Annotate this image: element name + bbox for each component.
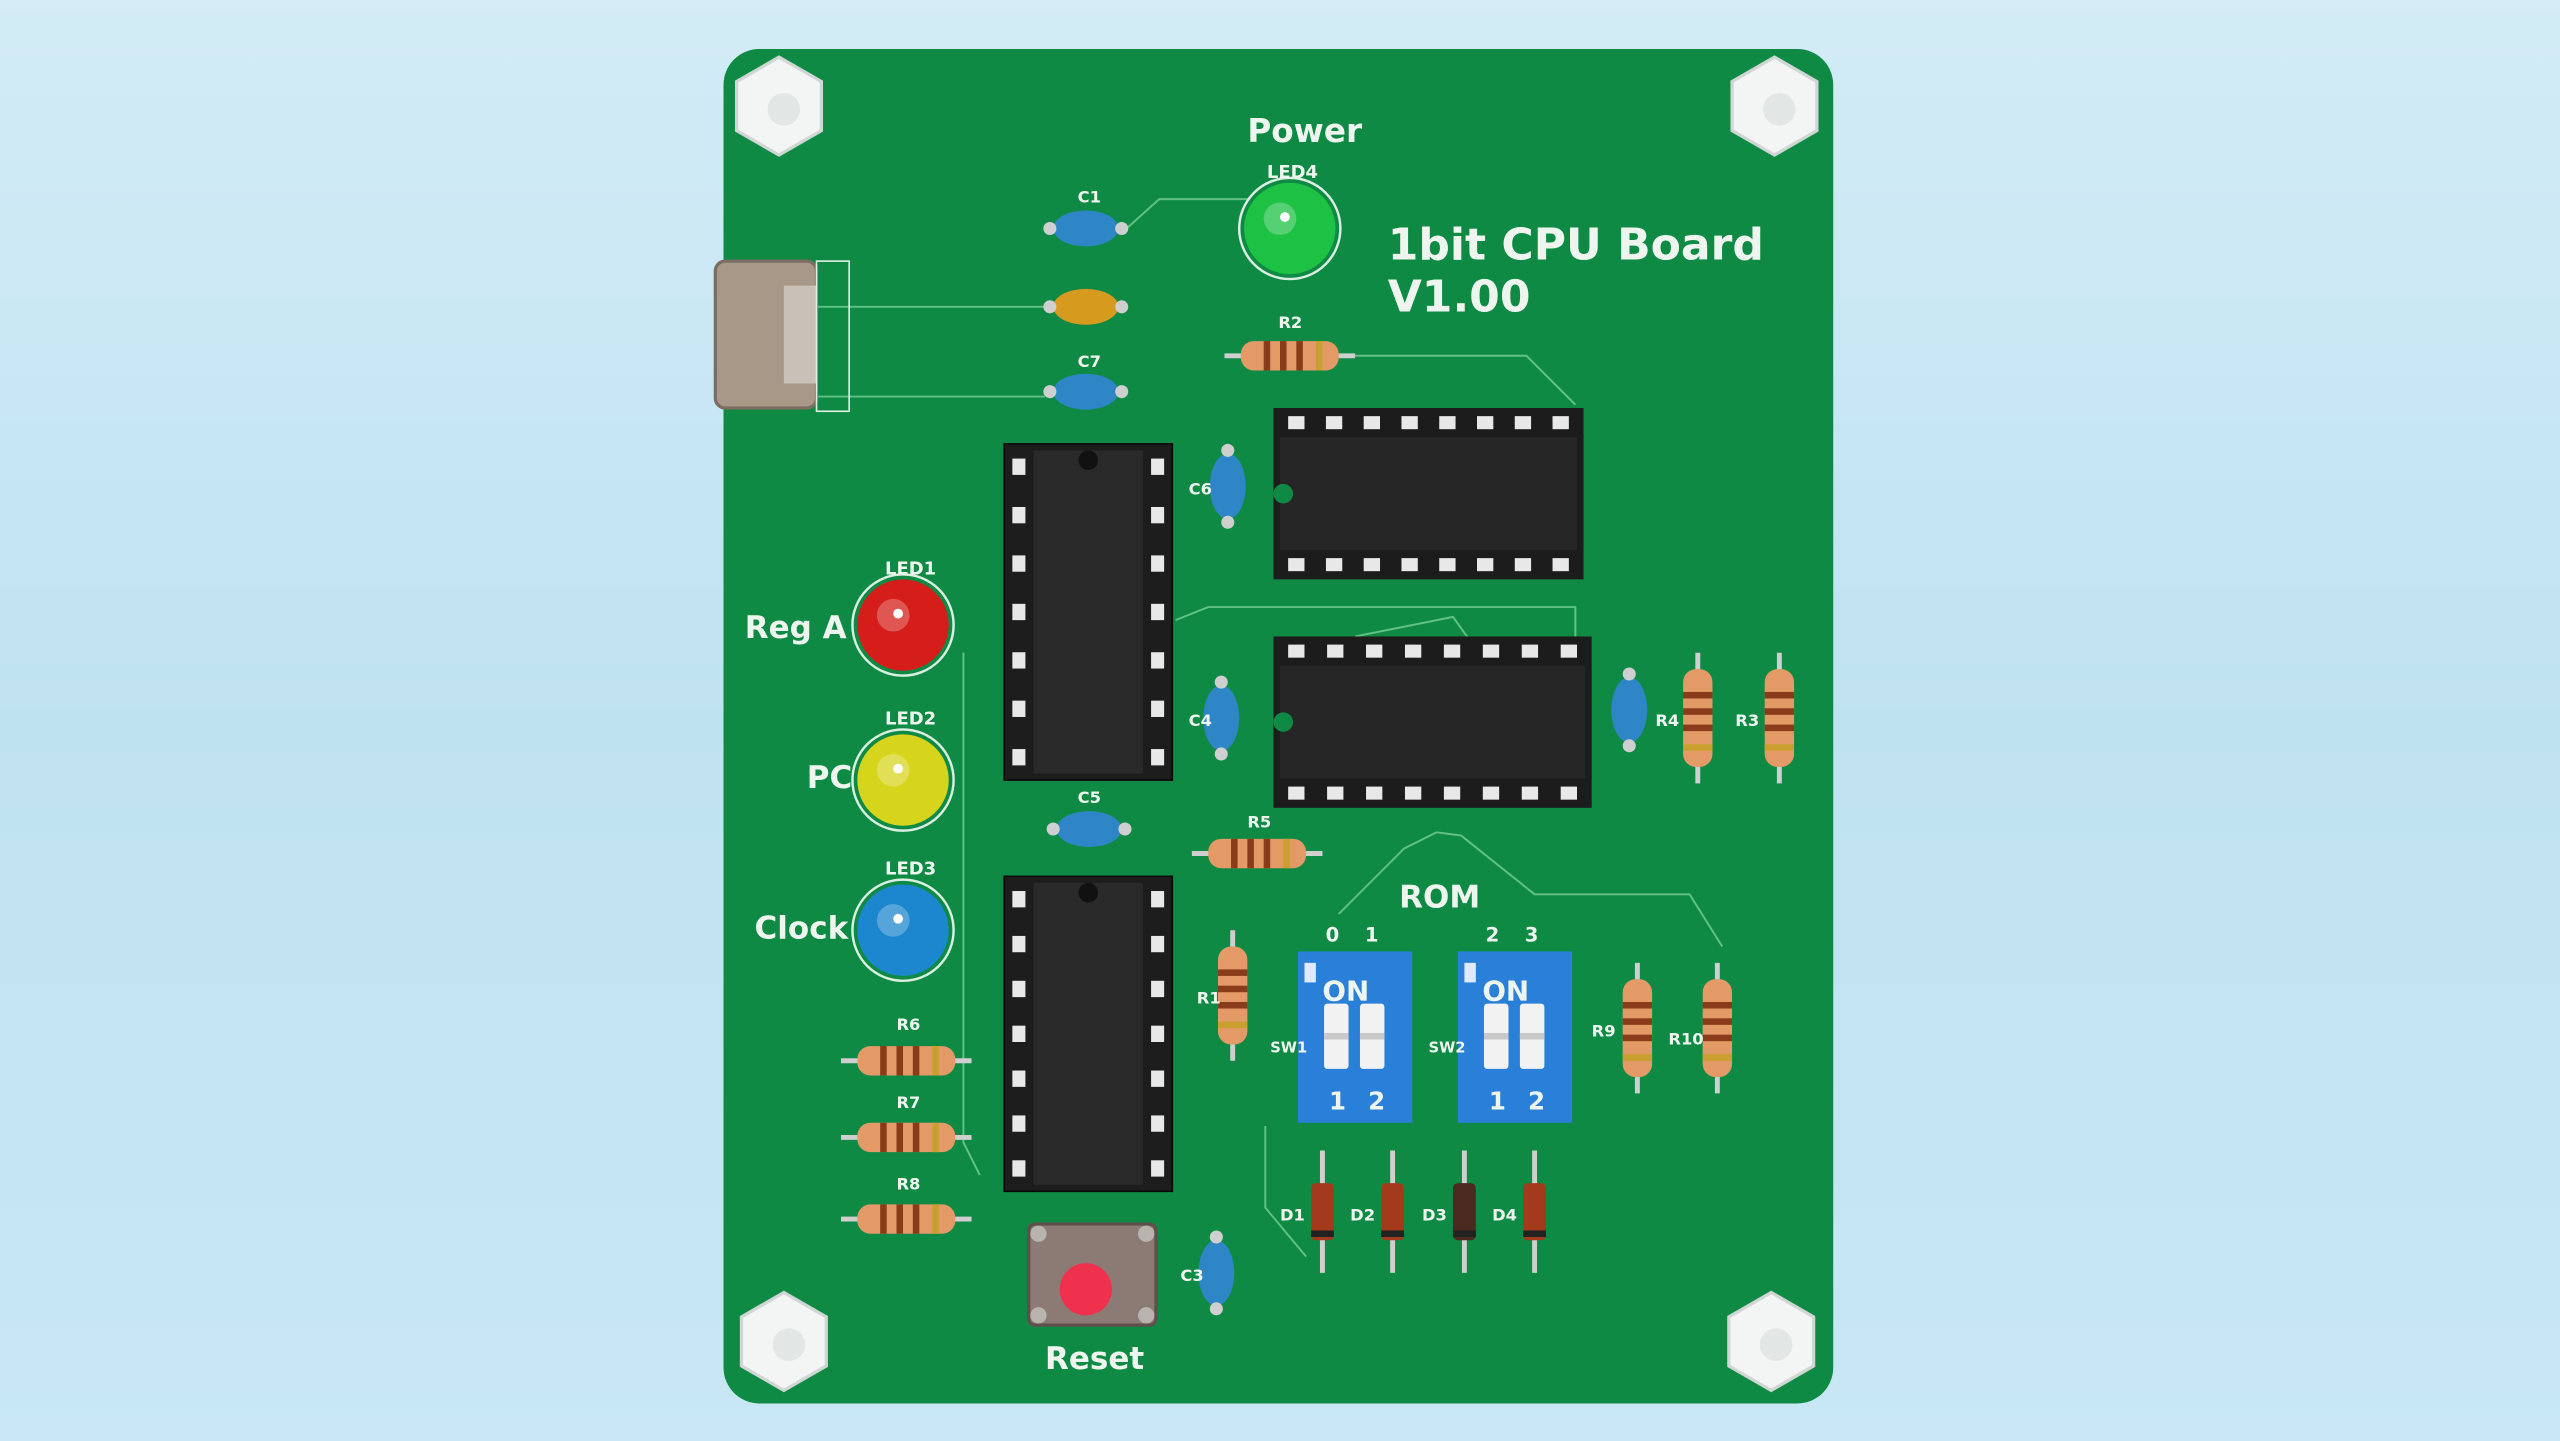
resistor-r6 bbox=[841, 1046, 972, 1076]
clock-label: Clock bbox=[755, 910, 850, 946]
r2-label: R2 bbox=[1278, 313, 1302, 332]
usb-c-connector bbox=[713, 259, 850, 413]
capacitor-c2 bbox=[1611, 667, 1648, 753]
resistor-r3 bbox=[1764, 652, 1795, 784]
led1-label: LED1 bbox=[885, 558, 936, 579]
dip1-on-label: ON bbox=[1322, 974, 1369, 1007]
r10-label: R10 bbox=[1668, 1029, 1703, 1048]
r3-label: R3 bbox=[1735, 711, 1759, 730]
led2-label: LED2 bbox=[885, 709, 936, 730]
rom-bit-3: 3 bbox=[1525, 924, 1539, 947]
standoff-nut bbox=[734, 55, 824, 157]
d3-label: D3 bbox=[1422, 1206, 1447, 1225]
reg-a-led bbox=[851, 573, 955, 677]
c5-label: C5 bbox=[1078, 788, 1101, 807]
led4-label: LED4 bbox=[1267, 162, 1318, 183]
diode-d1 bbox=[1311, 1150, 1334, 1273]
r6-label: R6 bbox=[896, 1015, 920, 1034]
resistor-r10 bbox=[1702, 962, 1733, 1094]
capacitor-c1 bbox=[1043, 210, 1129, 247]
ic-chip-u3 bbox=[1273, 407, 1584, 580]
power-label: Power bbox=[1247, 112, 1362, 150]
rom-bit-0: 0 bbox=[1326, 924, 1340, 947]
capacitor-yellow bbox=[1043, 288, 1129, 325]
ic-chip-u4 bbox=[1273, 636, 1592, 808]
diode-d4 bbox=[1523, 1150, 1547, 1273]
resistor-r9 bbox=[1622, 962, 1653, 1094]
rom-bit-2: 2 bbox=[1486, 924, 1500, 947]
pc-led bbox=[851, 728, 955, 832]
d4-label: D4 bbox=[1492, 1206, 1517, 1225]
r7-label: R7 bbox=[896, 1093, 920, 1112]
r1-label: R1 bbox=[1197, 989, 1221, 1008]
c3-label: C3 bbox=[1180, 1266, 1203, 1285]
d2-label: D2 bbox=[1350, 1206, 1375, 1225]
diode-d3 bbox=[1452, 1150, 1476, 1273]
r4-label: R4 bbox=[1655, 711, 1679, 730]
traces bbox=[816, 198, 1724, 1258]
rom-bit-1: 1 bbox=[1365, 924, 1379, 947]
dip2-pos-1: 1 bbox=[1489, 1087, 1506, 1116]
r9-label: R9 bbox=[1592, 1021, 1616, 1040]
dip-switch-sw2 bbox=[1457, 951, 1573, 1123]
ic-chip-u1 bbox=[1003, 443, 1174, 781]
resistor-r5 bbox=[1191, 838, 1323, 869]
dip-switch-sw1 bbox=[1297, 951, 1413, 1123]
d1-label: D1 bbox=[1280, 1206, 1305, 1225]
board-title: 1bit CPU Board bbox=[1388, 219, 1764, 270]
reset-label: Reset bbox=[1045, 1341, 1144, 1377]
dip1-pos-1: 1 bbox=[1329, 1087, 1346, 1116]
standoff-nut bbox=[1730, 55, 1819, 157]
standoff-nut bbox=[739, 1290, 828, 1393]
capacitor-c7 bbox=[1043, 373, 1129, 410]
reset-button[interactable] bbox=[1027, 1222, 1158, 1327]
led3-label: LED3 bbox=[885, 859, 936, 880]
resistor-r7 bbox=[841, 1122, 972, 1153]
c1-label: C1 bbox=[1078, 187, 1101, 206]
dip2-on-label: ON bbox=[1482, 974, 1529, 1007]
dip1-pos-2: 2 bbox=[1368, 1087, 1385, 1116]
c4-label: C4 bbox=[1189, 711, 1212, 730]
rom-label: ROM bbox=[1399, 879, 1480, 915]
resistor-r8 bbox=[841, 1204, 972, 1234]
capacitor-c6 bbox=[1209, 443, 1246, 529]
r5-label: R5 bbox=[1247, 812, 1271, 831]
capacitor-c3 bbox=[1198, 1230, 1235, 1316]
resistor-r2 bbox=[1224, 341, 1356, 371]
ic-chip-u2 bbox=[1003, 875, 1174, 1193]
r8-label: R8 bbox=[896, 1175, 920, 1194]
pc-label: PC bbox=[807, 760, 852, 796]
power-led bbox=[1237, 176, 1342, 281]
c7-label: C7 bbox=[1078, 352, 1101, 371]
resistor-r4 bbox=[1683, 652, 1713, 784]
sw1-label: SW1 bbox=[1270, 1040, 1307, 1057]
resistor-r1 bbox=[1217, 930, 1248, 1061]
dip2-pos-2: 2 bbox=[1528, 1087, 1545, 1116]
diode-d2 bbox=[1381, 1150, 1405, 1273]
capacitor-c5 bbox=[1046, 811, 1132, 847]
reg-a-label: Reg A bbox=[745, 610, 847, 646]
board-version: V1.00 bbox=[1388, 272, 1531, 323]
c6-label: C6 bbox=[1189, 479, 1212, 498]
standoff-nut bbox=[1727, 1290, 1816, 1393]
sw2-label: SW2 bbox=[1429, 1040, 1466, 1057]
capacitor-c4 bbox=[1203, 675, 1240, 761]
clock-led bbox=[851, 878, 955, 983]
